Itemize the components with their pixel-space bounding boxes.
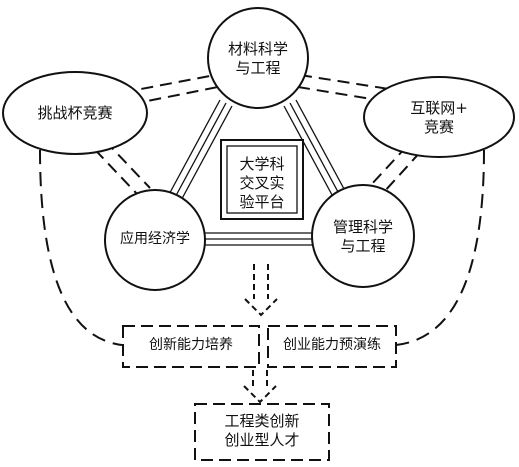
link-materials-management-2	[289, 102, 345, 204]
node-materials-label: 材料科学 与工程	[227, 40, 288, 77]
node-economics-label: 应用经济学	[120, 231, 190, 247]
node-entrepreneurship-drill-shape	[267, 325, 397, 368]
link-challenge-economics-b	[81, 135, 139, 196]
link-materials-economics-3	[177, 105, 233, 207]
loop-right	[395, 149, 485, 346]
link-materials-management-1	[283, 105, 339, 207]
node-platform-inner-border	[226, 145, 298, 214]
node-materials-shape	[207, 7, 309, 109]
arrow-down-1	[244, 264, 278, 317]
link-internet-management-a	[369, 131, 421, 187]
node-entrepreneurship-drill-label: 创业能力预演练	[283, 337, 381, 353]
node-management-label: 管理科学 与工程	[332, 218, 393, 255]
node-challenge-cup-shape	[2, 71, 148, 155]
node-management-shape	[311, 184, 415, 288]
link-materials-management-3	[295, 99, 351, 201]
node-talent-label: 工程类创新 创业型人才	[224, 412, 300, 449]
node-platform-label: 大学科 交叉实 验平台	[239, 155, 285, 211]
node-platform-shape	[220, 139, 304, 220]
node-innovation-training-shape	[122, 325, 260, 368]
node-challenge-cup-label: 挑战杯竞赛	[37, 104, 113, 122]
node-internet-plus-shape	[363, 76, 515, 158]
link-materials-economics-1	[165, 99, 221, 201]
link-internet-management-b	[383, 137, 434, 193]
node-economics-shape	[104, 189, 206, 291]
node-talent-shape	[194, 403, 330, 461]
link-materials-economics-2	[171, 102, 227, 204]
loop-left	[39, 149, 123, 346]
link-challenge-economics-a	[91, 126, 151, 189]
node-internet-plus-label: 互联网+ 竞赛	[410, 99, 468, 136]
node-innovation-training-label: 创新能力培养	[149, 337, 233, 353]
arrow-down-2	[243, 370, 277, 404]
